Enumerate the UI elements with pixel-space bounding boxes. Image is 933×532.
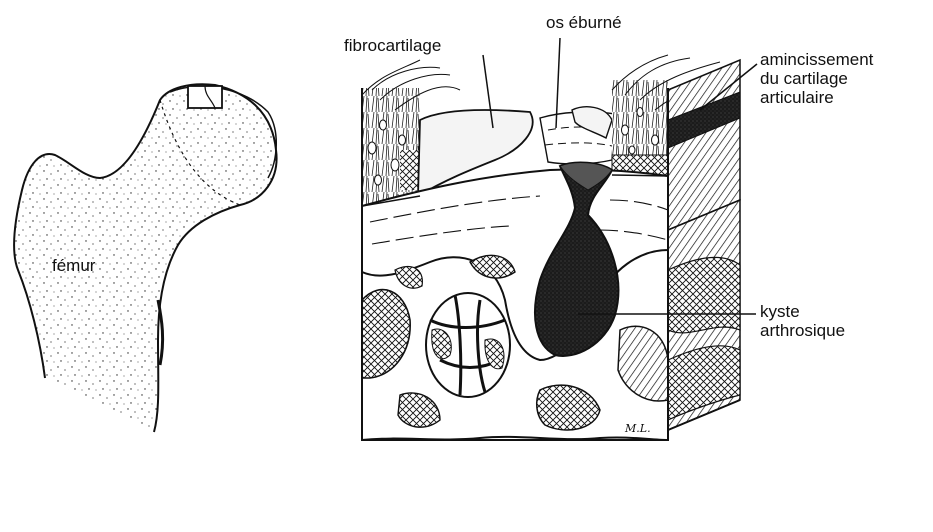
- label-fibrocartilage: fibrocartilage: [344, 36, 441, 55]
- label-amincissement-line1: amincissement: [760, 50, 873, 69]
- label-femur: fémur: [52, 256, 95, 275]
- side-trabecular: [668, 257, 740, 333]
- artist-signature: M.L.: [624, 422, 651, 435]
- joint-section-block: [362, 55, 740, 440]
- label-kyste-line1: kyste: [760, 302, 845, 321]
- label-amincissement: amincissement du cartilage articulaire: [760, 50, 873, 107]
- label-amincissement-line2: du cartilage: [760, 69, 873, 88]
- label-kyste: kyste arthrosique: [760, 302, 845, 340]
- trabecular-hole-right: [618, 326, 668, 401]
- trabecular-hole-left: [362, 290, 410, 378]
- label-os-eburne: os éburné: [546, 13, 622, 32]
- label-amincissement-line3: articulaire: [760, 88, 873, 107]
- label-kyste-line2: arthrosique: [760, 321, 845, 340]
